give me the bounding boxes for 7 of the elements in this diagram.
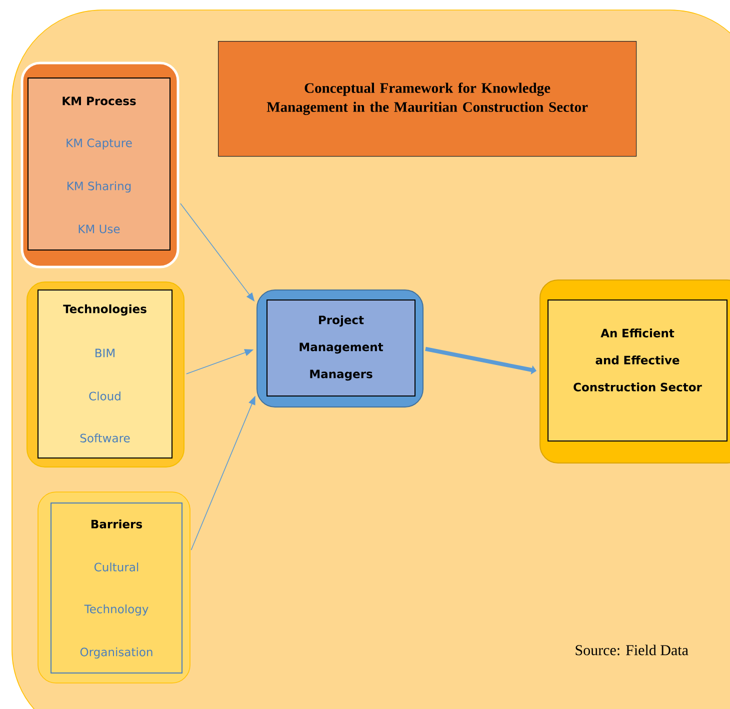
category-box: Barriers Cultural Technology Organisation [38,492,190,684]
category-box: Technologies BIM Cloud Software [26,282,184,468]
source-note: Source: Field Data [576,644,688,656]
title-box: Conceptual Framework for Knowledge Management in the Mauritian Construction Sector [218,41,637,157]
process-box: Project Management Managers [256,290,424,408]
category-box: KM Process KM Capture KM Sharing KM Use [20,62,180,268]
outcome-box: An Efficient and Effective Construction Sector [540,280,730,464]
